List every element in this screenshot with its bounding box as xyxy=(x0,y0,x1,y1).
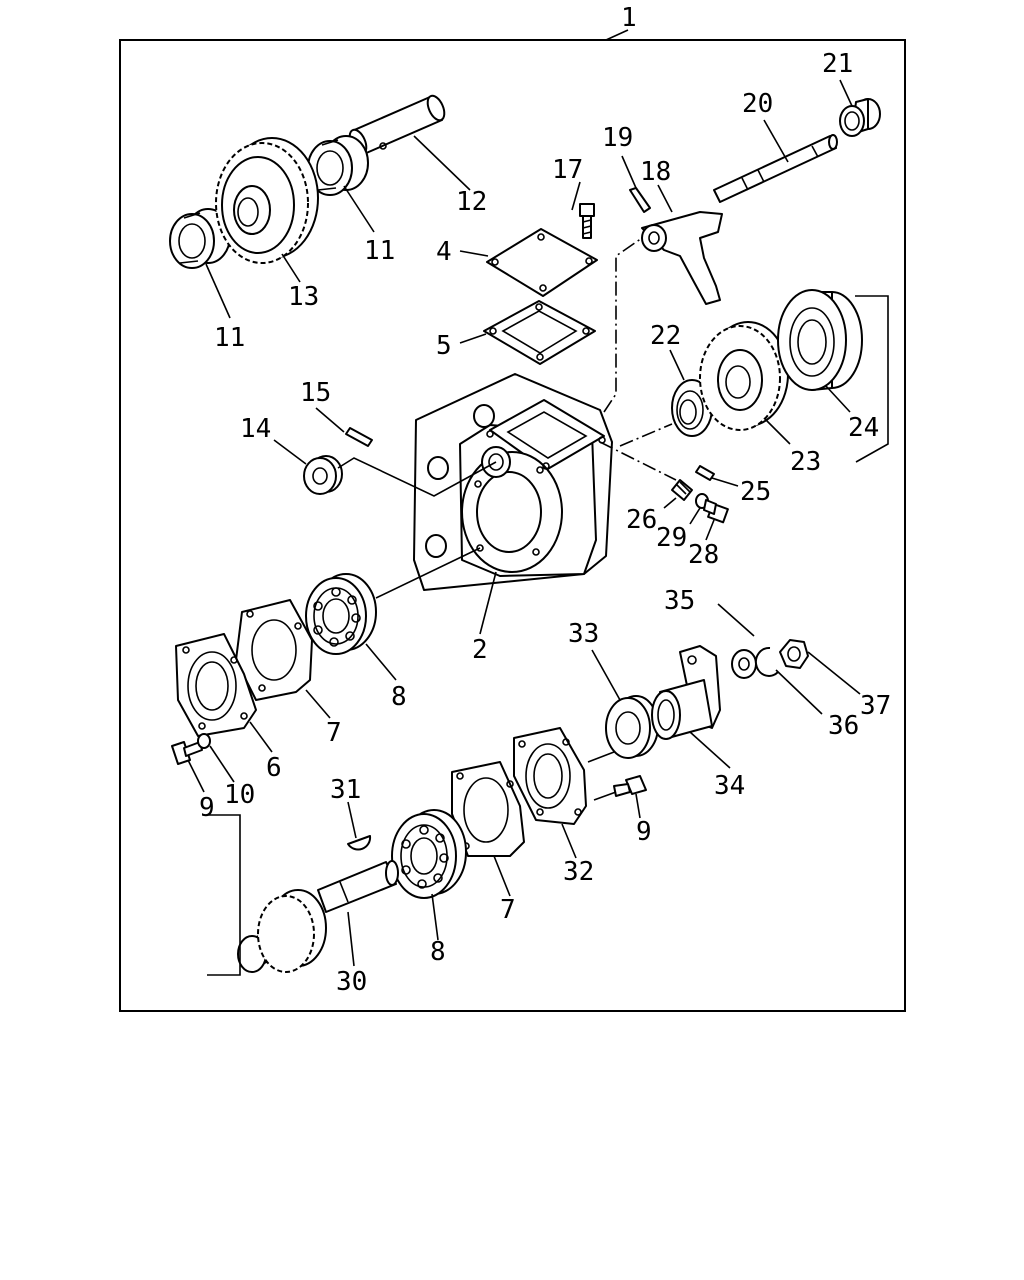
part-11-needle-bearing-lower[interactable] xyxy=(169,208,231,269)
part-10-washer[interactable] xyxy=(197,733,211,749)
part-32-flange[interactable] xyxy=(513,727,587,825)
callout-32[interactable]: 32 xyxy=(563,857,594,887)
callout-1[interactable]: 1 xyxy=(621,3,637,33)
callout-5[interactable]: 5 xyxy=(436,331,452,361)
assembly-frame xyxy=(119,39,906,1012)
part-25-plunger[interactable] xyxy=(695,465,715,481)
callout-11-upper[interactable]: 11 xyxy=(364,236,395,266)
part-36-lock-ring[interactable] xyxy=(755,646,779,677)
callout-34[interactable]: 34 xyxy=(714,771,745,801)
part-8-ball-bearing-upper[interactable] xyxy=(305,573,377,655)
callout-24[interactable]: 24 xyxy=(848,413,879,443)
callout-14[interactable]: 14 xyxy=(240,414,271,444)
part-2-housing[interactable] xyxy=(413,373,613,591)
assembly-line-output xyxy=(587,751,615,763)
callout-33[interactable]: 33 xyxy=(568,619,599,649)
part-34-bearing-retainer[interactable] xyxy=(651,645,721,740)
callout-8-upper[interactable]: 8 xyxy=(391,682,407,712)
callout-37[interactable]: 37 xyxy=(860,691,891,721)
callout-6[interactable]: 6 xyxy=(266,753,282,783)
callout-20[interactable]: 20 xyxy=(742,89,773,119)
callout-19[interactable]: 19 xyxy=(602,123,633,153)
part-21-bushing[interactable] xyxy=(839,98,881,137)
assembly-line-bolt xyxy=(593,791,617,801)
callout-35[interactable]: 35 xyxy=(664,586,695,616)
callout-7-lower[interactable]: 7 xyxy=(500,895,516,925)
callout-29[interactable]: 29 xyxy=(656,523,687,553)
part-13-helical-gear[interactable] xyxy=(215,137,319,264)
bracket-right xyxy=(855,295,889,463)
part-6-flange[interactable] xyxy=(175,633,257,737)
callout-7-upper[interactable]: 7 xyxy=(326,718,342,748)
assembly-line-gear xyxy=(619,423,673,447)
part-30-output-shaft[interactable] xyxy=(237,860,399,973)
leader-1 xyxy=(605,29,629,41)
callout-23[interactable]: 23 xyxy=(790,447,821,477)
callout-18[interactable]: 18 xyxy=(640,157,671,187)
callout-12[interactable]: 12 xyxy=(456,187,487,217)
assembly-line-detent xyxy=(599,441,677,481)
assembly-line-fork xyxy=(603,237,643,413)
callout-36[interactable]: 36 xyxy=(828,711,859,741)
callout-8-lower[interactable]: 8 xyxy=(430,937,446,967)
callout-9-right[interactable]: 9 xyxy=(636,817,652,847)
part-17-bolt[interactable] xyxy=(579,203,595,239)
callout-4[interactable]: 4 xyxy=(436,237,452,267)
callout-22[interactable]: 22 xyxy=(650,321,681,351)
part-5-gasket[interactable] xyxy=(483,300,596,365)
part-31-woodruff-key[interactable] xyxy=(347,835,372,851)
part-18-shift-fork[interactable] xyxy=(641,211,723,305)
part-35-washer[interactable] xyxy=(731,649,757,679)
part-14-seal[interactable] xyxy=(303,455,343,495)
part-23-helical-gear[interactable] xyxy=(699,321,789,431)
callout-26[interactable]: 26 xyxy=(626,505,657,535)
part-26-spring[interactable] xyxy=(671,479,693,501)
assembly-line-seal xyxy=(337,457,497,497)
callout-13[interactable]: 13 xyxy=(288,282,319,312)
leader-lines xyxy=(187,79,861,967)
callout-15[interactable]: 15 xyxy=(300,378,331,408)
callout-28[interactable]: 28 xyxy=(688,540,719,570)
part-20-shift-shaft[interactable] xyxy=(713,134,838,203)
callout-17[interactable]: 17 xyxy=(552,155,583,185)
part-8-ball-bearing-lower[interactable] xyxy=(391,809,467,899)
part-28-plug-bolt[interactable] xyxy=(703,499,729,524)
part-9-bolt-right[interactable] xyxy=(613,775,647,797)
callout-11-lower[interactable]: 11 xyxy=(214,323,245,353)
assembly-line-bearing xyxy=(375,547,481,599)
callout-9-left[interactable]: 9 xyxy=(199,793,215,823)
callout-21[interactable]: 21 xyxy=(822,49,853,79)
part-15-pin[interactable] xyxy=(345,427,373,447)
bracket-lower-left xyxy=(207,814,241,976)
part-19-pin[interactable] xyxy=(629,187,651,213)
callout-2[interactable]: 2 xyxy=(472,635,488,665)
part-24-sliding-sleeve[interactable] xyxy=(777,289,863,391)
part-33-oil-seal[interactable] xyxy=(605,695,659,759)
callout-10[interactable]: 10 xyxy=(224,780,255,810)
callout-25[interactable]: 25 xyxy=(740,477,771,507)
part-9-bolt-left[interactable] xyxy=(171,741,203,765)
callout-30[interactable]: 30 xyxy=(336,967,367,997)
part-4-cover-plate[interactable] xyxy=(486,228,598,297)
part-37-nut[interactable] xyxy=(779,639,809,669)
callout-31[interactable]: 31 xyxy=(330,775,361,805)
